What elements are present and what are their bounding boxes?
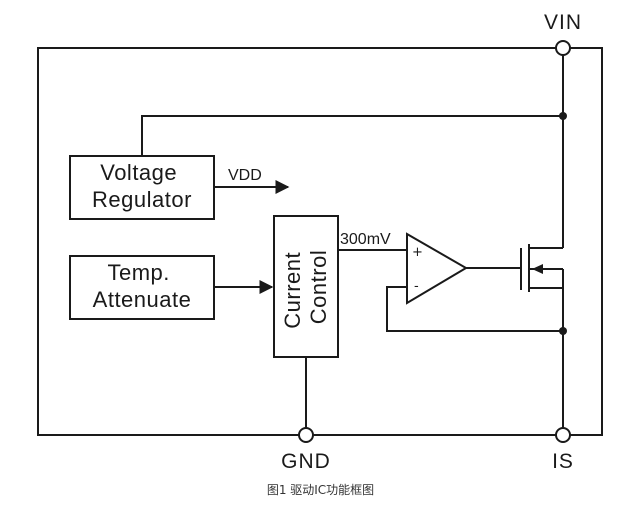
- ic-outline: [37, 47, 603, 436]
- junctions: [559, 112, 567, 335]
- current-control-label-line1: Current: [280, 252, 305, 329]
- svg-text:Temp. Attenuate: Temp. Attenuate: [93, 260, 192, 312]
- amplifier-icon: [406, 232, 468, 305]
- gnd-pin-terminal: [298, 427, 314, 443]
- is-pin-label: IS: [552, 450, 574, 473]
- feedback-wire: [386, 286, 563, 332]
- vin-pin-terminal: [555, 40, 571, 56]
- amp-minus-sign: -: [414, 279, 419, 294]
- temp-attenuate-block: [69, 255, 215, 320]
- gnd-pin-label: GND: [281, 450, 331, 473]
- svg-text:Current Control: Current Control: [280, 245, 331, 328]
- is-pin-terminal: [555, 427, 571, 443]
- voltage-regulator-label-line2: Regulator: [92, 187, 192, 212]
- mosfet-icon: [520, 244, 563, 292]
- voltage-regulator-block: [69, 155, 215, 220]
- svg-text:Voltage Regulator: Voltage Regulator: [92, 160, 192, 212]
- junction-dot: [559, 112, 567, 120]
- voltage-regulator-label-line1: Voltage: [100, 160, 177, 185]
- junction-dot: [559, 327, 567, 335]
- figure-caption: 图1 驱动IC功能框图: [266, 483, 375, 497]
- temp-attenuate-label-line2: Attenuate: [93, 287, 192, 312]
- amp-plus-sign: +: [412, 245, 423, 260]
- regulator-supply-wire: [141, 115, 563, 156]
- vdd-label: VDD: [228, 167, 262, 184]
- current-control-label-line2: Control: [306, 250, 331, 324]
- vin-pin-label: VIN: [544, 11, 582, 34]
- current-control-block: [273, 215, 339, 358]
- reference-voltage-label: 300mV: [340, 231, 391, 248]
- temp-attenuate-label-line1: Temp.: [107, 260, 169, 285]
